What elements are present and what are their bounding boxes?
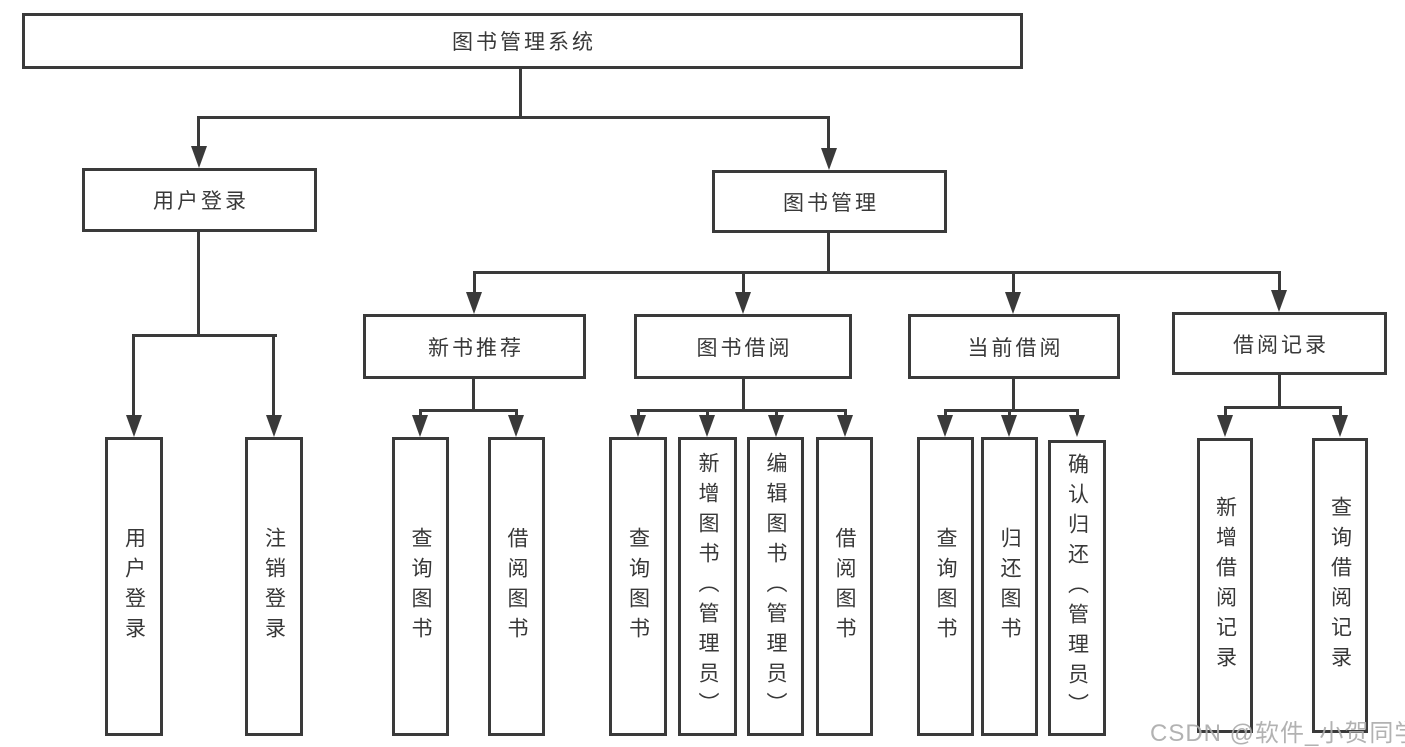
connector-line bbox=[419, 409, 422, 418]
node-book-management: 图书管理 bbox=[712, 170, 947, 233]
connector-line bbox=[1224, 406, 1342, 409]
connector-line bbox=[473, 271, 476, 296]
connector-line bbox=[637, 409, 640, 418]
leaf-query-book-3: 查询图书 bbox=[917, 437, 974, 736]
leaf-query-borrow-record-label: 查询借阅记录 bbox=[1328, 495, 1352, 676]
connector-line bbox=[472, 379, 475, 412]
arrow-down-icon bbox=[937, 415, 953, 437]
leaf-confirm-return-admin: 确认归还（管理员） bbox=[1048, 440, 1106, 736]
connector-line bbox=[775, 409, 778, 418]
leaf-user-login: 用户登录 bbox=[105, 437, 163, 736]
arrow-down-icon bbox=[630, 415, 646, 437]
leaf-add-borrow-record: 新增借阅记录 bbox=[1197, 438, 1253, 733]
csdn-watermark: CSDN @软件_小贺同学 bbox=[1150, 720, 1405, 747]
connector-line bbox=[1339, 406, 1342, 418]
connector-line bbox=[197, 230, 200, 336]
connector-line bbox=[132, 334, 277, 337]
leaf-return-book-label: 归还图书 bbox=[998, 526, 1021, 647]
node-book-management-label: 图书管理 bbox=[783, 191, 879, 215]
leaf-borrow-book-1: 借阅图书 bbox=[488, 437, 545, 736]
leaf-add-book-admin-label: 新增图书（管理员） bbox=[696, 451, 719, 722]
node-root: 图书管理系统 bbox=[22, 13, 1023, 69]
connector-line bbox=[1008, 409, 1011, 418]
leaf-borrow-book-2-label: 借阅图书 bbox=[833, 526, 856, 647]
connector-line bbox=[742, 271, 745, 296]
connector-line bbox=[1012, 271, 1015, 296]
connector-line bbox=[198, 116, 830, 119]
leaf-logout: 注销登录 bbox=[245, 437, 303, 736]
arrow-down-icon bbox=[768, 415, 784, 437]
leaf-confirm-return-admin-label: 确认归还（管理员） bbox=[1065, 453, 1089, 723]
arrow-down-icon bbox=[466, 292, 482, 314]
arrow-down-icon bbox=[191, 146, 207, 168]
arrow-down-icon bbox=[1217, 415, 1233, 437]
node-book-borrow-label: 图书借阅 bbox=[696, 336, 793, 360]
node-user-login: 用户登录 bbox=[82, 168, 317, 232]
leaf-user-login-label: 用户登录 bbox=[122, 526, 146, 647]
arrow-down-icon bbox=[699, 415, 715, 437]
arrow-down-icon bbox=[1271, 290, 1287, 312]
leaf-edit-book-admin: 编辑图书（管理员） bbox=[747, 437, 804, 736]
arrow-down-icon bbox=[837, 415, 853, 437]
node-root-label: 图书管理系统 bbox=[452, 31, 596, 54]
leaf-borrow-book-2: 借阅图书 bbox=[816, 437, 873, 736]
connector-line bbox=[1224, 406, 1227, 418]
connector-line bbox=[844, 409, 847, 418]
leaf-add-book-admin: 新增图书（管理员） bbox=[678, 437, 737, 736]
arrow-down-icon bbox=[508, 415, 524, 437]
node-user-login-label: 用户登录 bbox=[153, 190, 249, 213]
arrow-down-icon bbox=[1332, 415, 1348, 437]
arrow-down-icon bbox=[1001, 415, 1017, 437]
connector-line bbox=[132, 334, 135, 417]
leaf-borrow-book-1-label: 借阅图书 bbox=[505, 526, 528, 647]
connector-line bbox=[1012, 379, 1015, 412]
leaf-edit-book-admin-label: 编辑图书（管理员） bbox=[764, 451, 787, 722]
arrow-down-icon bbox=[821, 148, 837, 170]
connector-line bbox=[944, 409, 947, 418]
connector-line bbox=[1278, 375, 1281, 408]
connector-line bbox=[1076, 409, 1079, 418]
arrow-down-icon bbox=[266, 415, 282, 437]
arrow-down-icon bbox=[735, 292, 751, 314]
leaf-query-borrow-record: 查询借阅记录 bbox=[1312, 438, 1368, 733]
connector-line bbox=[1278, 271, 1281, 296]
node-borrow-record-label: 借阅记录 bbox=[1233, 333, 1329, 357]
connector-line bbox=[419, 409, 518, 412]
node-new-book-recommend-label: 新书推荐 bbox=[428, 336, 524, 360]
connector-line bbox=[706, 409, 709, 418]
leaf-query-book-2-label: 查询图书 bbox=[626, 526, 650, 647]
arrow-down-icon bbox=[1005, 292, 1021, 314]
leaf-query-book-1-label: 查询图书 bbox=[409, 526, 432, 647]
arrow-down-icon bbox=[126, 415, 142, 437]
node-current-borrow: 当前借阅 bbox=[908, 314, 1120, 379]
leaf-add-borrow-record-label: 新增借阅记录 bbox=[1213, 495, 1237, 676]
leaf-query-book-3-label: 查询图书 bbox=[934, 526, 957, 647]
connector-line bbox=[519, 68, 522, 118]
node-book-borrow: 图书借阅 bbox=[634, 314, 852, 379]
connector-line bbox=[473, 271, 1281, 274]
connector-line bbox=[827, 116, 830, 150]
node-current-borrow-label: 当前借阅 bbox=[967, 336, 1064, 360]
node-new-book-recommend: 新书推荐 bbox=[363, 314, 586, 379]
connector-line bbox=[742, 379, 745, 412]
connector-line bbox=[515, 409, 518, 418]
node-borrow-record: 借阅记录 bbox=[1172, 312, 1387, 375]
connector-line bbox=[197, 116, 200, 148]
arrow-down-icon bbox=[1069, 415, 1085, 437]
connector-line bbox=[944, 409, 1079, 412]
leaf-logout-label: 注销登录 bbox=[262, 526, 286, 647]
connector-line bbox=[272, 334, 275, 417]
leaf-query-book-1: 查询图书 bbox=[392, 437, 449, 736]
leaf-query-book-2: 查询图书 bbox=[609, 437, 667, 736]
connector-line bbox=[827, 231, 830, 273]
arrow-down-icon bbox=[412, 415, 428, 437]
connector-line bbox=[637, 409, 847, 412]
leaf-return-book: 归还图书 bbox=[981, 437, 1038, 736]
